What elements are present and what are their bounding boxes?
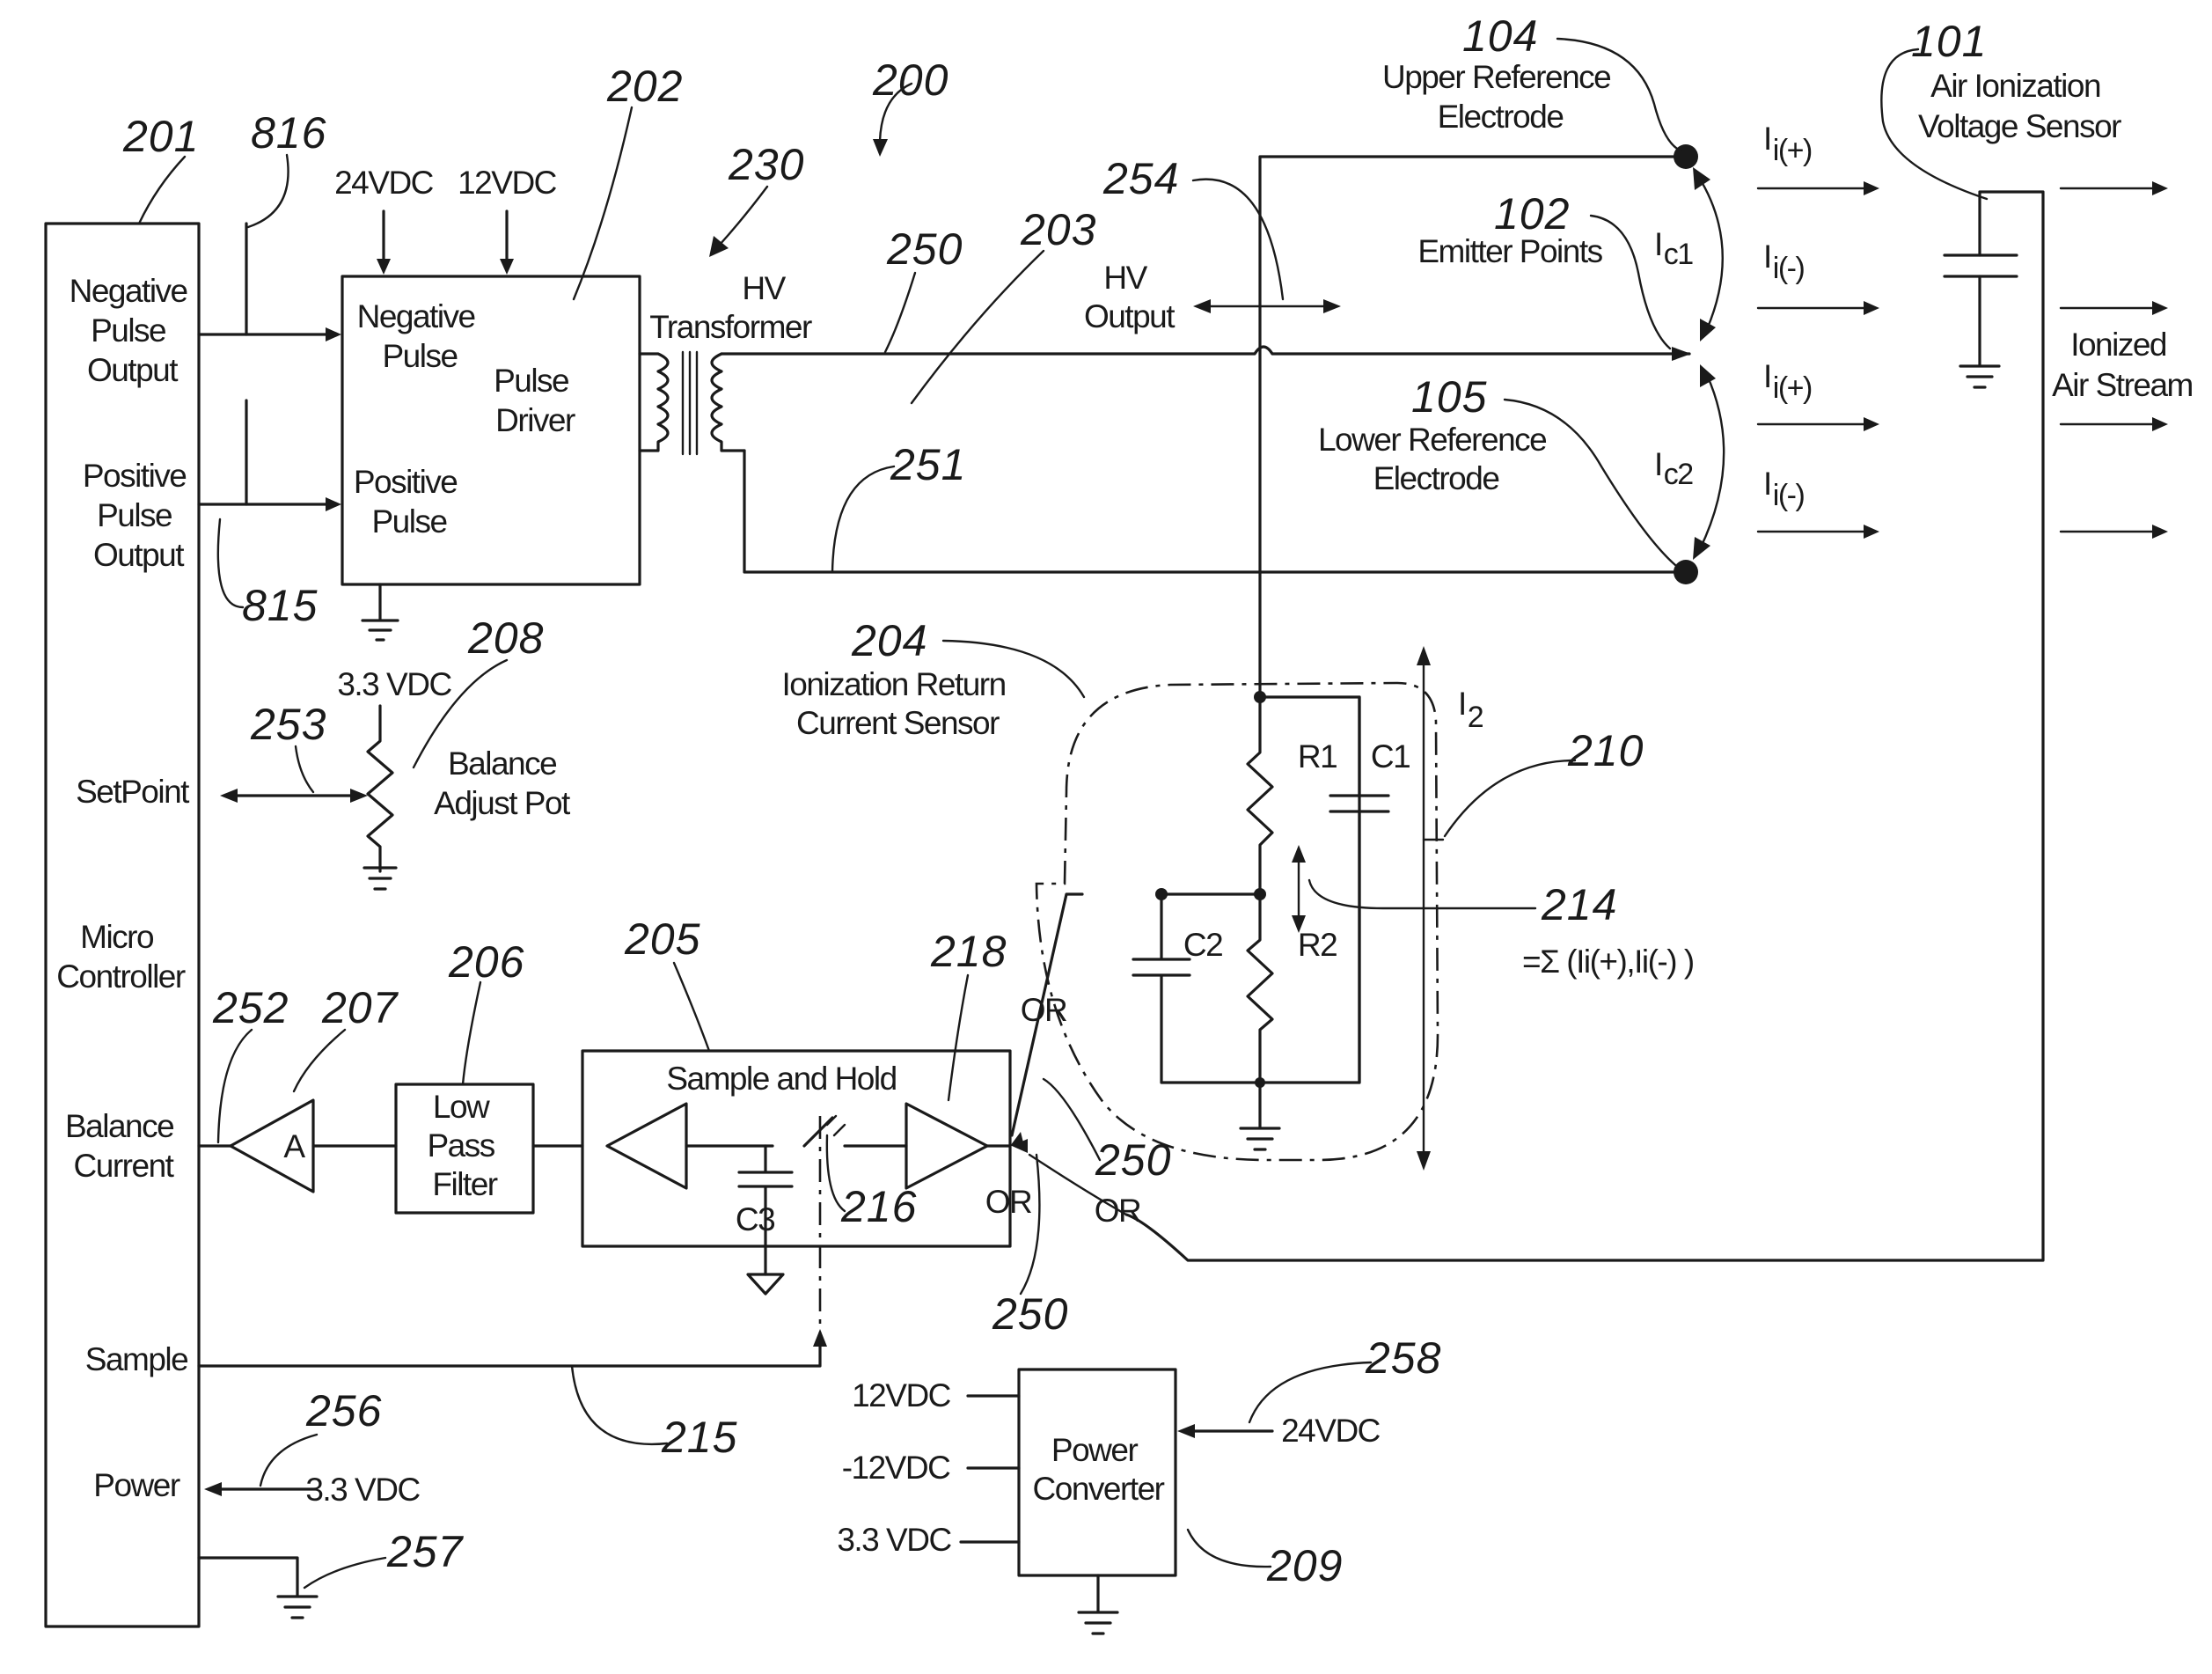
c1-label: C1 [1371,738,1410,775]
ref-204: 204 [851,616,927,665]
hv-transformer-label: HV Transformer [649,270,812,345]
negative-pulse-input-label: Negative Pulse [357,298,483,374]
ion-current-pos-2-label: Ii(+) [1763,358,1812,405]
ic1-label: Ic1 [1654,226,1693,271]
ref-200: 200 [872,55,949,105]
ic2-label: Ic2 [1654,446,1693,491]
ionization-return-current-sensor-label: Ionization Return Current Sensor [781,666,1013,741]
converter-neg12vdc-label: -12VDC [842,1450,950,1486]
or-label-1: OR [985,1184,1032,1220]
positive-pulse-input-label: Positive Pulse [354,464,465,540]
pulse-driver-label: Pulse Driver [494,363,576,438]
ref-251: 251 [890,440,966,489]
pulse-driver-block: Negative Pulse Pulse Driver Positive Pul… [342,276,640,584]
ref-258: 258 [1365,1333,1441,1383]
i2-label: I2 [1458,686,1483,734]
ref-105: 105 [1411,372,1487,422]
ref-203: 203 [1020,205,1096,254]
ref-101: 101 [1911,17,1987,66]
ionized-air-stream-label: Ionized Air Stream [2052,327,2193,403]
ref-205: 205 [624,914,700,964]
micro-controller-label: Micro Controller [56,919,186,995]
ref-201: 201 [122,112,199,161]
ref-102: 102 [1494,189,1570,239]
ref-214: 214 [1541,880,1617,929]
ref-250-hv: 250 [886,224,963,274]
balance-current-label: Balance Current [65,1108,181,1184]
converter-3v3-label: 3.3 VDC [837,1522,951,1558]
ref-816: 816 [251,108,326,158]
ion-current-neg-1-label: Ii(-) [1763,239,1804,285]
air-ionization-voltage-sensor-label: Air Ionization Voltage Sensor [1918,68,2121,144]
ref-210: 210 [1567,726,1644,775]
ref-230: 230 [728,140,804,189]
sample-and-hold-block: Sample and Hold C3 [582,1051,1010,1294]
ref-815: 815 [242,581,318,630]
upper-reference-electrode-label: Upper Reference Electrode [1382,59,1618,135]
setpoint-label: SetPoint [76,774,190,810]
positive-pulse-output-label: Positive Pulse Output [83,458,194,573]
amplifier-a: A [231,1100,313,1192]
svg-text:Sample and Hold: Sample and Hold [666,1061,896,1097]
ref-250-or: 250 [1095,1135,1171,1185]
hv-output-label: HV Output [1084,260,1176,334]
converter-24vdc-label: 24VDC [1281,1413,1381,1449]
sum-formula-label: =Σ (Ii(+),Ii(-) ) [1522,943,1694,980]
lower-reference-electrode-label: Lower Reference Electrode [1318,422,1554,496]
micro-controller-block: Negative Pulse Output Positive Pulse Out… [46,224,199,1626]
ion-current-neg-2-label: Ii(-) [1763,466,1804,512]
ref-208: 208 [467,613,544,663]
ref-215: 215 [661,1413,737,1462]
converter-12vdc-label: 12VDC [852,1377,951,1413]
lower-reference-electrode [1674,560,1698,584]
pot-3v3-label: 3.3 VDC [337,666,451,702]
or-label-2: OR [1021,992,1067,1028]
ref-252: 252 [212,983,289,1032]
ref-207: 207 [321,983,399,1032]
ref-256: 256 [305,1386,382,1435]
balance-adjust-pot-label: Balance Adjust Pot [434,745,571,821]
ref-202: 202 [606,62,683,111]
ref-104: 104 [1462,11,1538,61]
svg-text:C3: C3 [736,1201,774,1237]
svg-text:Power Converter: Power Converter [1033,1432,1165,1507]
or-label-3: OR [1095,1193,1141,1229]
r1-label: R1 [1298,738,1337,775]
power-label: Power [93,1467,180,1503]
hv-transformer [640,352,744,454]
negative-pulse-output-label: Negative Pulse Output [70,273,195,388]
ref-254: 254 [1102,154,1179,203]
driver-24vdc-label: 24VDC [334,165,434,201]
ref-250-sample: 250 [992,1289,1068,1339]
ref-209: 209 [1266,1541,1343,1590]
sample-label: Sample [85,1341,187,1377]
driver-12vdc-label: 12VDC [458,165,557,201]
ref-206: 206 [448,937,524,987]
power-3v3-input-label: 3.3 VDC [305,1472,420,1508]
ref-216: 216 [840,1182,917,1231]
emitter-points-label: Emitter Points [1417,233,1602,269]
ref-257: 257 [386,1527,465,1576]
low-pass-filter-block: Low Pass Filter [396,1084,533,1213]
r2-label: R2 [1298,927,1337,963]
svg-text:Low Pass Filter: Low Pass Filter [427,1089,502,1202]
svg-text:A: A [283,1128,305,1164]
c2-label: C2 [1183,927,1222,963]
ion-current-pos-1-label: Ii(+) [1763,121,1812,167]
ref-253: 253 [250,700,326,749]
power-converter-block: Power Converter [1019,1369,1176,1575]
ref-218: 218 [930,927,1007,976]
